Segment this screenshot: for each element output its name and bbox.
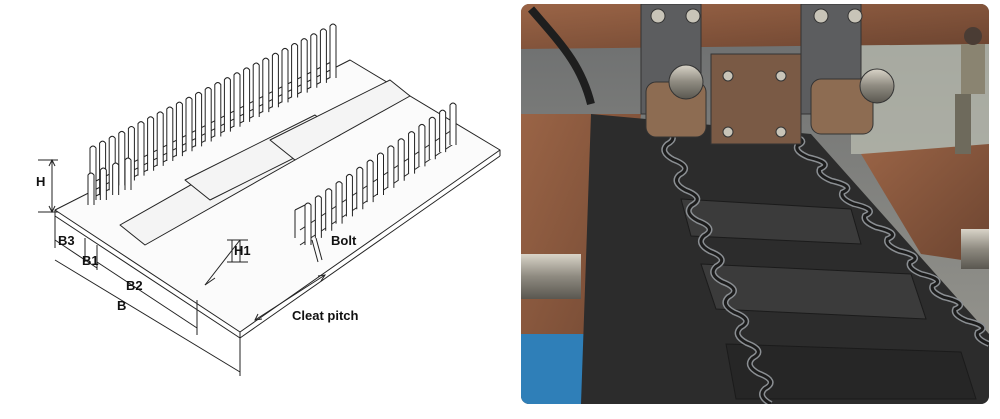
label-h: H: [36, 174, 45, 189]
right-shaft: [961, 229, 989, 269]
sidewall-wave: [660, 127, 773, 404]
sidewall-belt-photo: [521, 4, 989, 404]
blue-frame: [521, 334, 591, 404]
corrugation-tooth: [319, 28, 327, 83]
photo-svg: [521, 4, 989, 404]
right-rust-surface: [861, 144, 989, 264]
corrugation-tooth: [314, 195, 322, 238]
corrugation-tooth: [271, 52, 279, 108]
cable: [527, 6, 595, 105]
left-corrugated-sidewall: [659, 126, 774, 404]
sidewall-belt-diagram: H B3 B1 B2 B H1 Bolt Cleat pitch: [36, 23, 501, 376]
corrugation-tooth: [252, 62, 260, 118]
front-sidewall-corrugations: [304, 102, 457, 245]
label-bolt: Bolt: [331, 233, 357, 248]
corrugation-tooth: [233, 72, 241, 127]
corrugation-tooth: [329, 23, 337, 78]
corrugation-tooth: [166, 106, 174, 161]
label-b2: B2: [126, 278, 143, 293]
corrugation-tooth: [87, 172, 95, 205]
corrugation-tooth: [397, 138, 405, 181]
corrugation-tooth: [223, 77, 231, 132]
cleat-1: [680, 198, 862, 245]
corrugation-tooth: [418, 123, 426, 167]
corrugation-tooth: [387, 145, 395, 188]
corrugation-tooth: [449, 102, 457, 145]
corrugation-tooth: [112, 162, 120, 195]
left-sidewall-corrugations: [87, 157, 132, 205]
corrugation-tooth: [195, 91, 203, 147]
corrugation-tooth: [243, 67, 251, 122]
corrugation-tooth: [281, 47, 289, 103]
label-h1: H1: [234, 243, 251, 258]
corrugation-tooth: [366, 159, 374, 203]
corrugation-tooth: [408, 131, 416, 174]
worker-figure: [955, 27, 985, 154]
corrugation-tooth: [335, 181, 343, 224]
corrugation-tooth: [262, 57, 270, 113]
corrugation-tooth: [156, 111, 164, 166]
corrugation-tooth: [439, 109, 447, 153]
right-corrugated-sidewall: [785, 131, 989, 347]
right-roller: [810, 68, 895, 135]
label-b1: B1: [82, 253, 99, 268]
corrugation-tooth: [137, 121, 145, 176]
corrugation-tooth: [99, 167, 107, 200]
sidewall-wave: [785, 132, 989, 346]
left-roller: [645, 64, 707, 138]
bolts: [650, 8, 863, 138]
diagram-svg: H B3 B1 B2 B H1 Bolt Cleat pitch: [36, 23, 501, 376]
corrugation-tooth: [214, 82, 222, 137]
corrugation-tooth: [345, 173, 353, 217]
corrugation-tooth: [356, 166, 364, 210]
corrugation-tooth: [291, 43, 299, 98]
corrugation-tooth: [325, 188, 333, 231]
corrugation-tooth: [304, 202, 312, 245]
corrugation-tooth: [118, 130, 126, 186]
cleat-2: [700, 263, 927, 320]
label-b: B: [117, 298, 126, 313]
corrugation-tooth: [204, 86, 212, 142]
corrugation-tooth: [377, 152, 384, 195]
corrugation-tooth: [124, 157, 132, 190]
corrugation-tooth: [310, 33, 318, 88]
left-shaft: [521, 254, 581, 299]
dimension-lines: [38, 158, 327, 376]
label-b3: B3: [58, 233, 75, 248]
corrugation-tooth: [185, 96, 193, 152]
corrugation-tooth: [175, 101, 183, 157]
label-cleat-pitch: Cleat pitch: [292, 308, 359, 323]
corrugation-tooth: [300, 38, 308, 93]
corrugation-tooth: [428, 116, 436, 160]
cleat-3: [725, 343, 977, 400]
cleats: [119, 79, 411, 286]
corrugation-tooth: [147, 116, 155, 171]
top-frame: [521, 4, 989, 49]
